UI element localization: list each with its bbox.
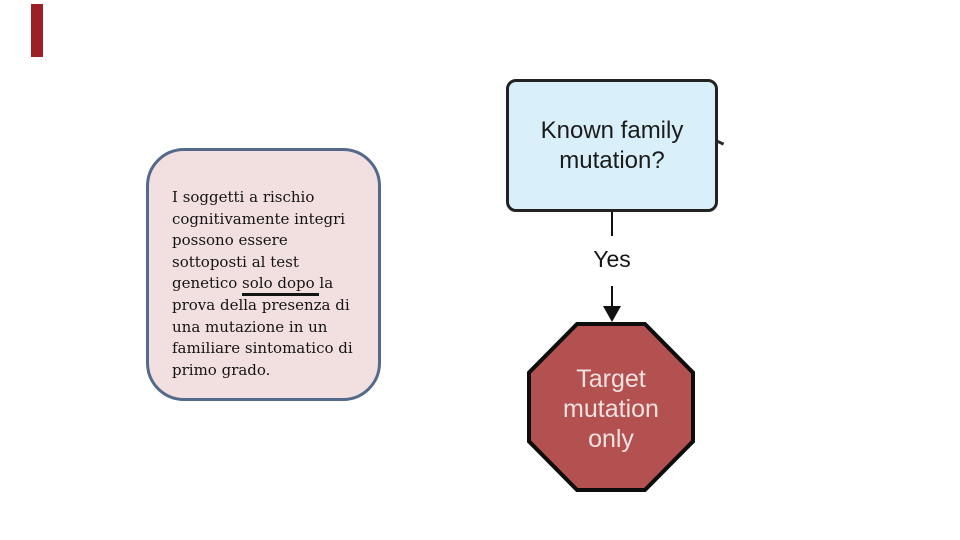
- question-box-label-line: Known family: [540, 116, 684, 144]
- note-text: I soggetti a rischio cognitivamente inte…: [149, 151, 378, 381]
- stop-octagon-label-line: mutation: [563, 395, 659, 423]
- stop-octagon-label-line: Target: [576, 365, 646, 393]
- stop-octagon-fill: [531, 326, 691, 488]
- note-line: I soggetti a rischio: [172, 188, 315, 206]
- arrowhead-icon: [603, 306, 621, 322]
- note-line: prova della presenza di: [172, 295, 350, 314]
- question-box-label-line: mutation?: [559, 146, 665, 174]
- note-line-suffix: la: [319, 274, 334, 293]
- stop-octagon: Target mutation only: [527, 322, 695, 492]
- connector-line-bottom: [611, 286, 613, 308]
- note-line-prefix: genetico: [172, 274, 243, 293]
- underlined-phrase: solo dopo: [242, 274, 320, 297]
- note-line: una mutazione in un: [172, 317, 328, 336]
- note-line-underlined: genetico solo dopo la: [172, 273, 366, 297]
- connector-line-top: [611, 212, 613, 236]
- note-line: possono essere: [172, 231, 288, 250]
- stop-octagon-label: Target mutation only: [527, 322, 695, 492]
- note-box: I soggetti a rischio cognitivamente inte…: [146, 148, 381, 401]
- edge-label-yes: Yes: [593, 246, 631, 272]
- accent-bar: [31, 4, 43, 57]
- note-line: familiare sintomatico di: [172, 339, 353, 358]
- note-line: primo grado.: [172, 360, 271, 379]
- note-line: cognitivamente integri: [172, 209, 346, 228]
- stop-octagon-label-line: only: [588, 425, 634, 453]
- question-box: Known family mutation?: [506, 79, 718, 212]
- note-line: sottoposti al test: [172, 252, 299, 271]
